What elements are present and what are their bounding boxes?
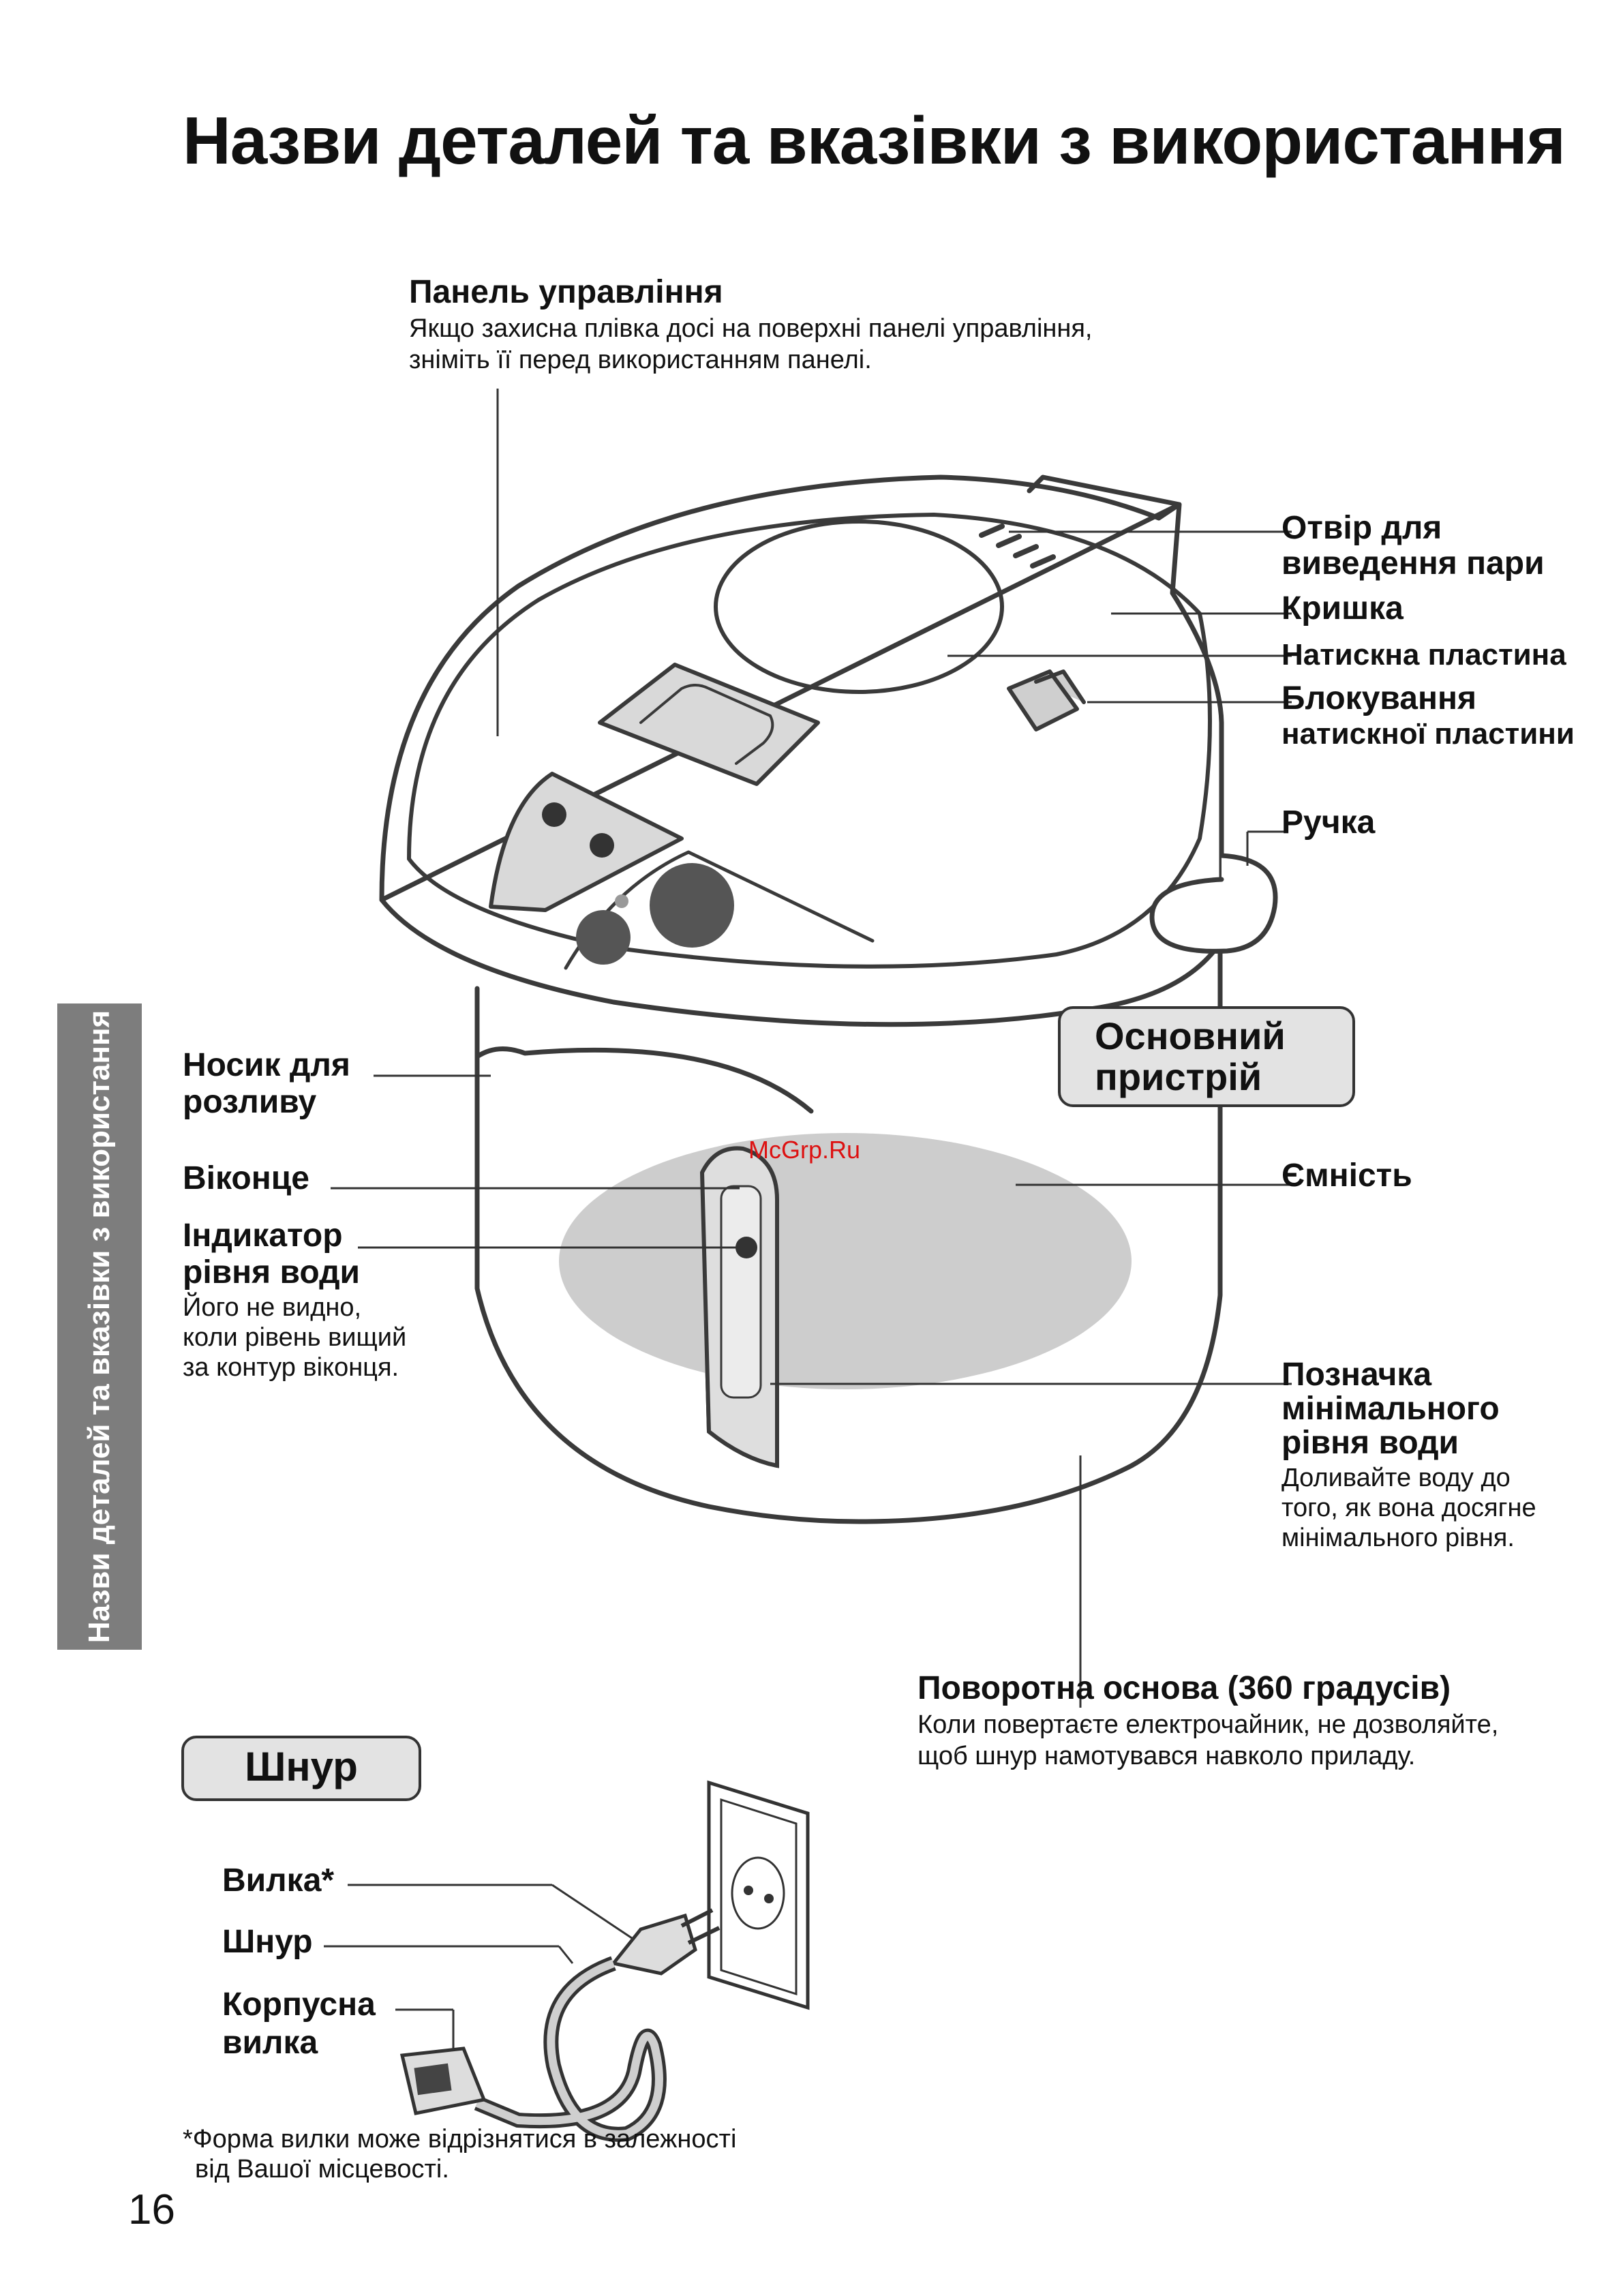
control-panel-note-2: зніміть її перед використанням панелі. bbox=[409, 346, 872, 374]
lid-inner-rim bbox=[407, 513, 1212, 969]
min-level-mark-label-2: мінімального bbox=[1281, 1391, 1500, 1427]
container-label: Ємність bbox=[1281, 1158, 1412, 1194]
water-level-indicator-note-2: коли рівень вищий bbox=[183, 1323, 407, 1352]
main-unit-box: Основний пристрій bbox=[1058, 1006, 1355, 1107]
steam-vent-label-2: виведення пари bbox=[1281, 545, 1545, 581]
min-level-mark-label-3: рівня води bbox=[1281, 1425, 1459, 1461]
swivel-base-note-1: Коли повертаєте електрочайник, не дозвол… bbox=[917, 1710, 1499, 1739]
button-dot-1 bbox=[542, 802, 566, 827]
steam-vent-slots bbox=[979, 524, 1056, 569]
min-level-mark-note-1: Доливайте воду до bbox=[1281, 1464, 1511, 1492]
button-dot-2 bbox=[590, 833, 614, 858]
main-unit-box-line2: пристрій bbox=[1095, 1055, 1262, 1098]
button-round-large bbox=[650, 863, 734, 948]
water-level-indicator-label-2: рівня води bbox=[183, 1254, 361, 1290]
spout-label-1: Носик для bbox=[183, 1047, 350, 1083]
spout-shape bbox=[474, 1046, 814, 1114]
water-level-indicator-note-1: Його не видно, bbox=[183, 1293, 362, 1322]
plug-footnote-2: від Вашої місцевості. bbox=[195, 2155, 449, 2184]
lid-label: Кришка bbox=[1281, 590, 1404, 626]
window-label: Віконце bbox=[183, 1160, 309, 1196]
push-plate-label: Натискна пластина bbox=[1281, 638, 1566, 671]
control-panel-label: Панель управління bbox=[409, 274, 723, 310]
button-led bbox=[615, 894, 628, 908]
min-level-mark-note-2: того, як вона досягне bbox=[1281, 1494, 1536, 1522]
control-panel-note-1: Якщо захисна плівка досі на поверхні пан… bbox=[409, 314, 1093, 343]
watermark: McGrp.Ru bbox=[748, 1136, 861, 1164]
plug-shape bbox=[610, 1913, 697, 1976]
appliance-plug-label-2: вилка bbox=[222, 2025, 318, 2061]
display-window-shape bbox=[598, 663, 820, 786]
swivel-base-note-2: щоб шнур намотувався навколо приладу. bbox=[917, 1742, 1416, 1770]
appliance-plug-label-1: Корпусна bbox=[222, 1987, 376, 2023]
push-plate-shape bbox=[714, 519, 1004, 694]
spout-label-2: розливу bbox=[183, 1084, 317, 1120]
water-level-indicator-label-1: Індикатор bbox=[183, 1218, 343, 1254]
plug-footnote-1: *Форма вилки може відрізнятися в залежно… bbox=[183, 2125, 737, 2154]
water-level-indicator-note-3: за контур віконця. bbox=[183, 1353, 399, 1382]
push-plate-lock-label-1: Блокування bbox=[1281, 680, 1476, 716]
handle-label: Ручка bbox=[1281, 804, 1376, 841]
cord-label: Шнур bbox=[222, 1924, 313, 1960]
container-shape bbox=[559, 1133, 1132, 1389]
section-side-tab bbox=[57, 1003, 142, 1650]
page-number: 16 bbox=[128, 2186, 175, 2233]
button-round-small bbox=[576, 910, 631, 965]
min-level-mark-note-3: мінімального рівня. bbox=[1281, 1524, 1515, 1552]
water-level-indicator-dot bbox=[735, 1237, 757, 1258]
plug-label: Вилка* bbox=[222, 1862, 335, 1899]
push-plate-lock-label-2: натискної пластини bbox=[1281, 717, 1575, 751]
main-unit-box-line1: Основний bbox=[1095, 1014, 1286, 1057]
min-level-mark-label-1: Позначка bbox=[1281, 1357, 1432, 1393]
page-title: Назви деталей та вказівки з використання bbox=[183, 103, 1566, 178]
wall-socket-shape bbox=[707, 1780, 810, 2010]
lock-shape bbox=[1007, 669, 1086, 731]
steam-vent-label-1: Отвір для bbox=[1281, 510, 1442, 546]
control-panel-shape bbox=[489, 772, 684, 912]
cord-section-box: Шнур bbox=[181, 1736, 421, 1801]
swivel-base-label: Поворотна основа (360 градусів) bbox=[917, 1670, 1451, 1706]
handle-shape bbox=[1149, 853, 1278, 954]
